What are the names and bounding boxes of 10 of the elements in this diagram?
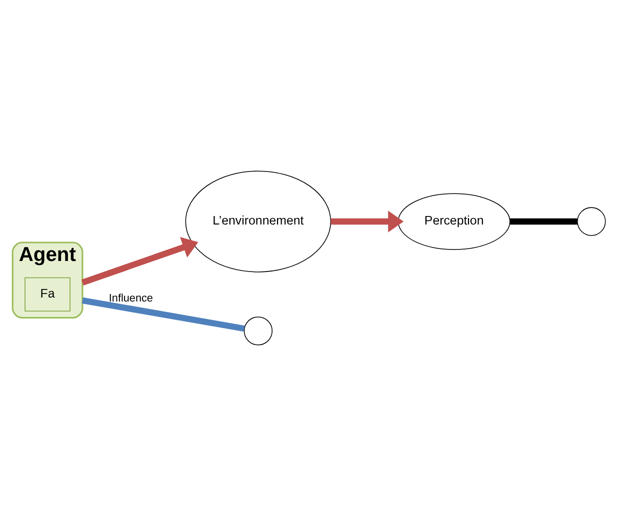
node-box: Fa xyxy=(24,277,70,312)
node-circle xyxy=(244,316,273,346)
node-circle xyxy=(577,207,606,236)
arrow xyxy=(330,210,404,232)
connector xyxy=(510,218,578,225)
arrow xyxy=(81,237,198,286)
node-ellipse: Perception xyxy=(398,193,510,250)
connector xyxy=(82,297,245,332)
edge-label: Influence xyxy=(108,292,153,305)
node-ellipse: L’environnement xyxy=(185,170,332,272)
